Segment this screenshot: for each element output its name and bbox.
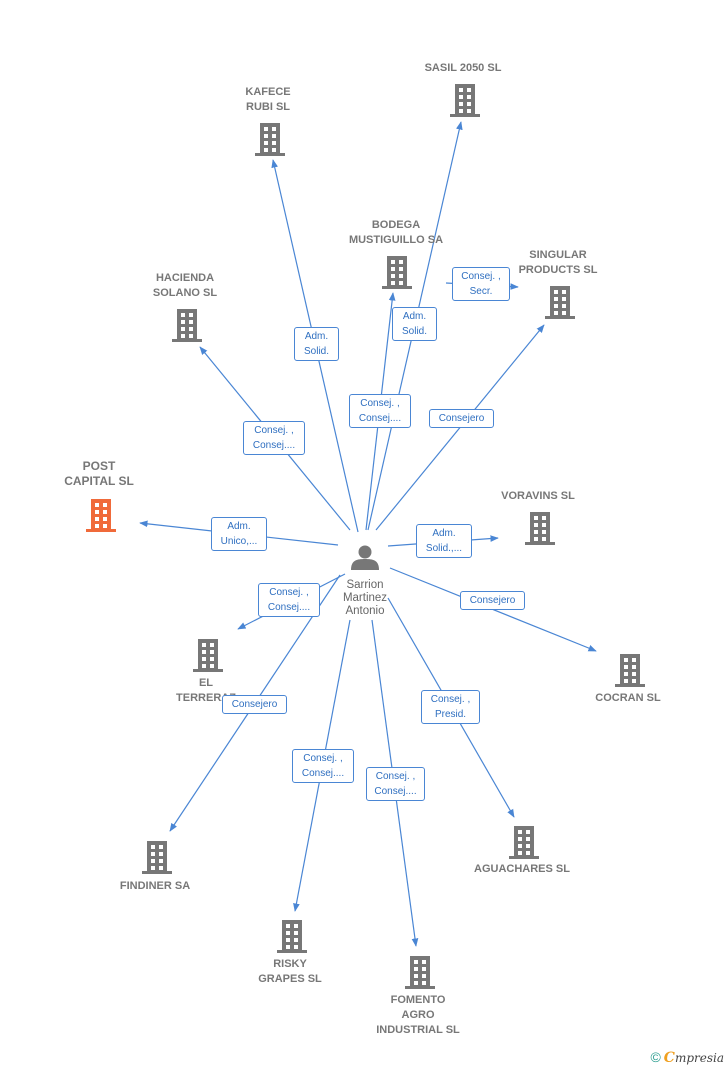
building-icon[interactable] <box>450 84 480 117</box>
building-icon[interactable] <box>525 512 555 545</box>
role-label: Consej. , Consej.... <box>292 749 354 783</box>
company-label-risky[interactable]: RISKY GRAPES SL <box>258 958 322 985</box>
center-person-name[interactable]: Sarrion Martinez Antonio <box>342 579 388 617</box>
person-icon <box>351 545 379 570</box>
role-label: Consej. , Consej.... <box>349 394 411 428</box>
company-label-voravins[interactable]: VORAVINS SL <box>501 490 575 502</box>
role-label: Consej. , Secr. <box>452 267 510 301</box>
building-icon[interactable] <box>545 286 575 319</box>
role-label: Adm. Unico,... <box>211 517 267 551</box>
building-icon[interactable] <box>615 654 645 687</box>
role-label: Adm. Solid. <box>294 327 339 361</box>
company-label-sasil[interactable]: SASIL 2050 SL <box>424 62 502 74</box>
copyright-icon: © <box>650 1049 661 1065</box>
company-label-kafece[interactable]: KAFECE RUBI SL <box>245 86 291 113</box>
building-icon[interactable] <box>172 309 202 342</box>
building-icon[interactable] <box>277 920 307 953</box>
footer-brand: ©Cmpresia <box>650 1049 724 1066</box>
company-label-post[interactable]: POST CAPITAL SL <box>64 459 134 488</box>
role-label: Consejero <box>222 695 287 714</box>
company-label-hacienda[interactable]: HACIENDA SOLANO SL <box>152 272 218 299</box>
role-label: Consejero <box>429 409 494 428</box>
building-icon[interactable] <box>193 639 223 672</box>
role-label: Consej. , Consej.... <box>366 767 425 801</box>
role-label: Consej. , Consej.... <box>243 421 305 455</box>
building-icon[interactable] <box>86 499 116 532</box>
company-label-bodega[interactable]: BODEGA MUSTIGUILLO SA <box>348 219 444 246</box>
building-icon[interactable] <box>142 841 172 874</box>
company-label-aguachares[interactable]: AGUACHARES SL <box>474 863 570 875</box>
building-icon[interactable] <box>255 123 285 156</box>
building-icon[interactable] <box>382 256 412 289</box>
role-label: Adm. Solid.,... <box>416 524 472 558</box>
company-label-fomento[interactable]: FOMENTO AGRO INDUSTRIAL SL <box>376 994 460 1036</box>
role-label: Consej. , Presid. <box>421 690 480 724</box>
company-label-terreraz[interactable]: EL TERRERAZ <box>176 677 236 704</box>
company-label-cocran[interactable]: COCRAN SL <box>595 692 661 704</box>
role-label: Consej. , Consej.... <box>258 583 320 617</box>
role-label: Consejero <box>460 591 525 610</box>
brand-logo: Cmpresia <box>663 1050 724 1066</box>
company-label-singular[interactable]: SINGULAR PRODUCTS SL <box>518 249 598 276</box>
building-icon[interactable] <box>405 956 435 989</box>
building-icon[interactable] <box>509 826 539 859</box>
role-label: Adm. Solid. <box>392 307 437 341</box>
company-label-findiner[interactable]: FINDINER SA <box>119 880 191 892</box>
